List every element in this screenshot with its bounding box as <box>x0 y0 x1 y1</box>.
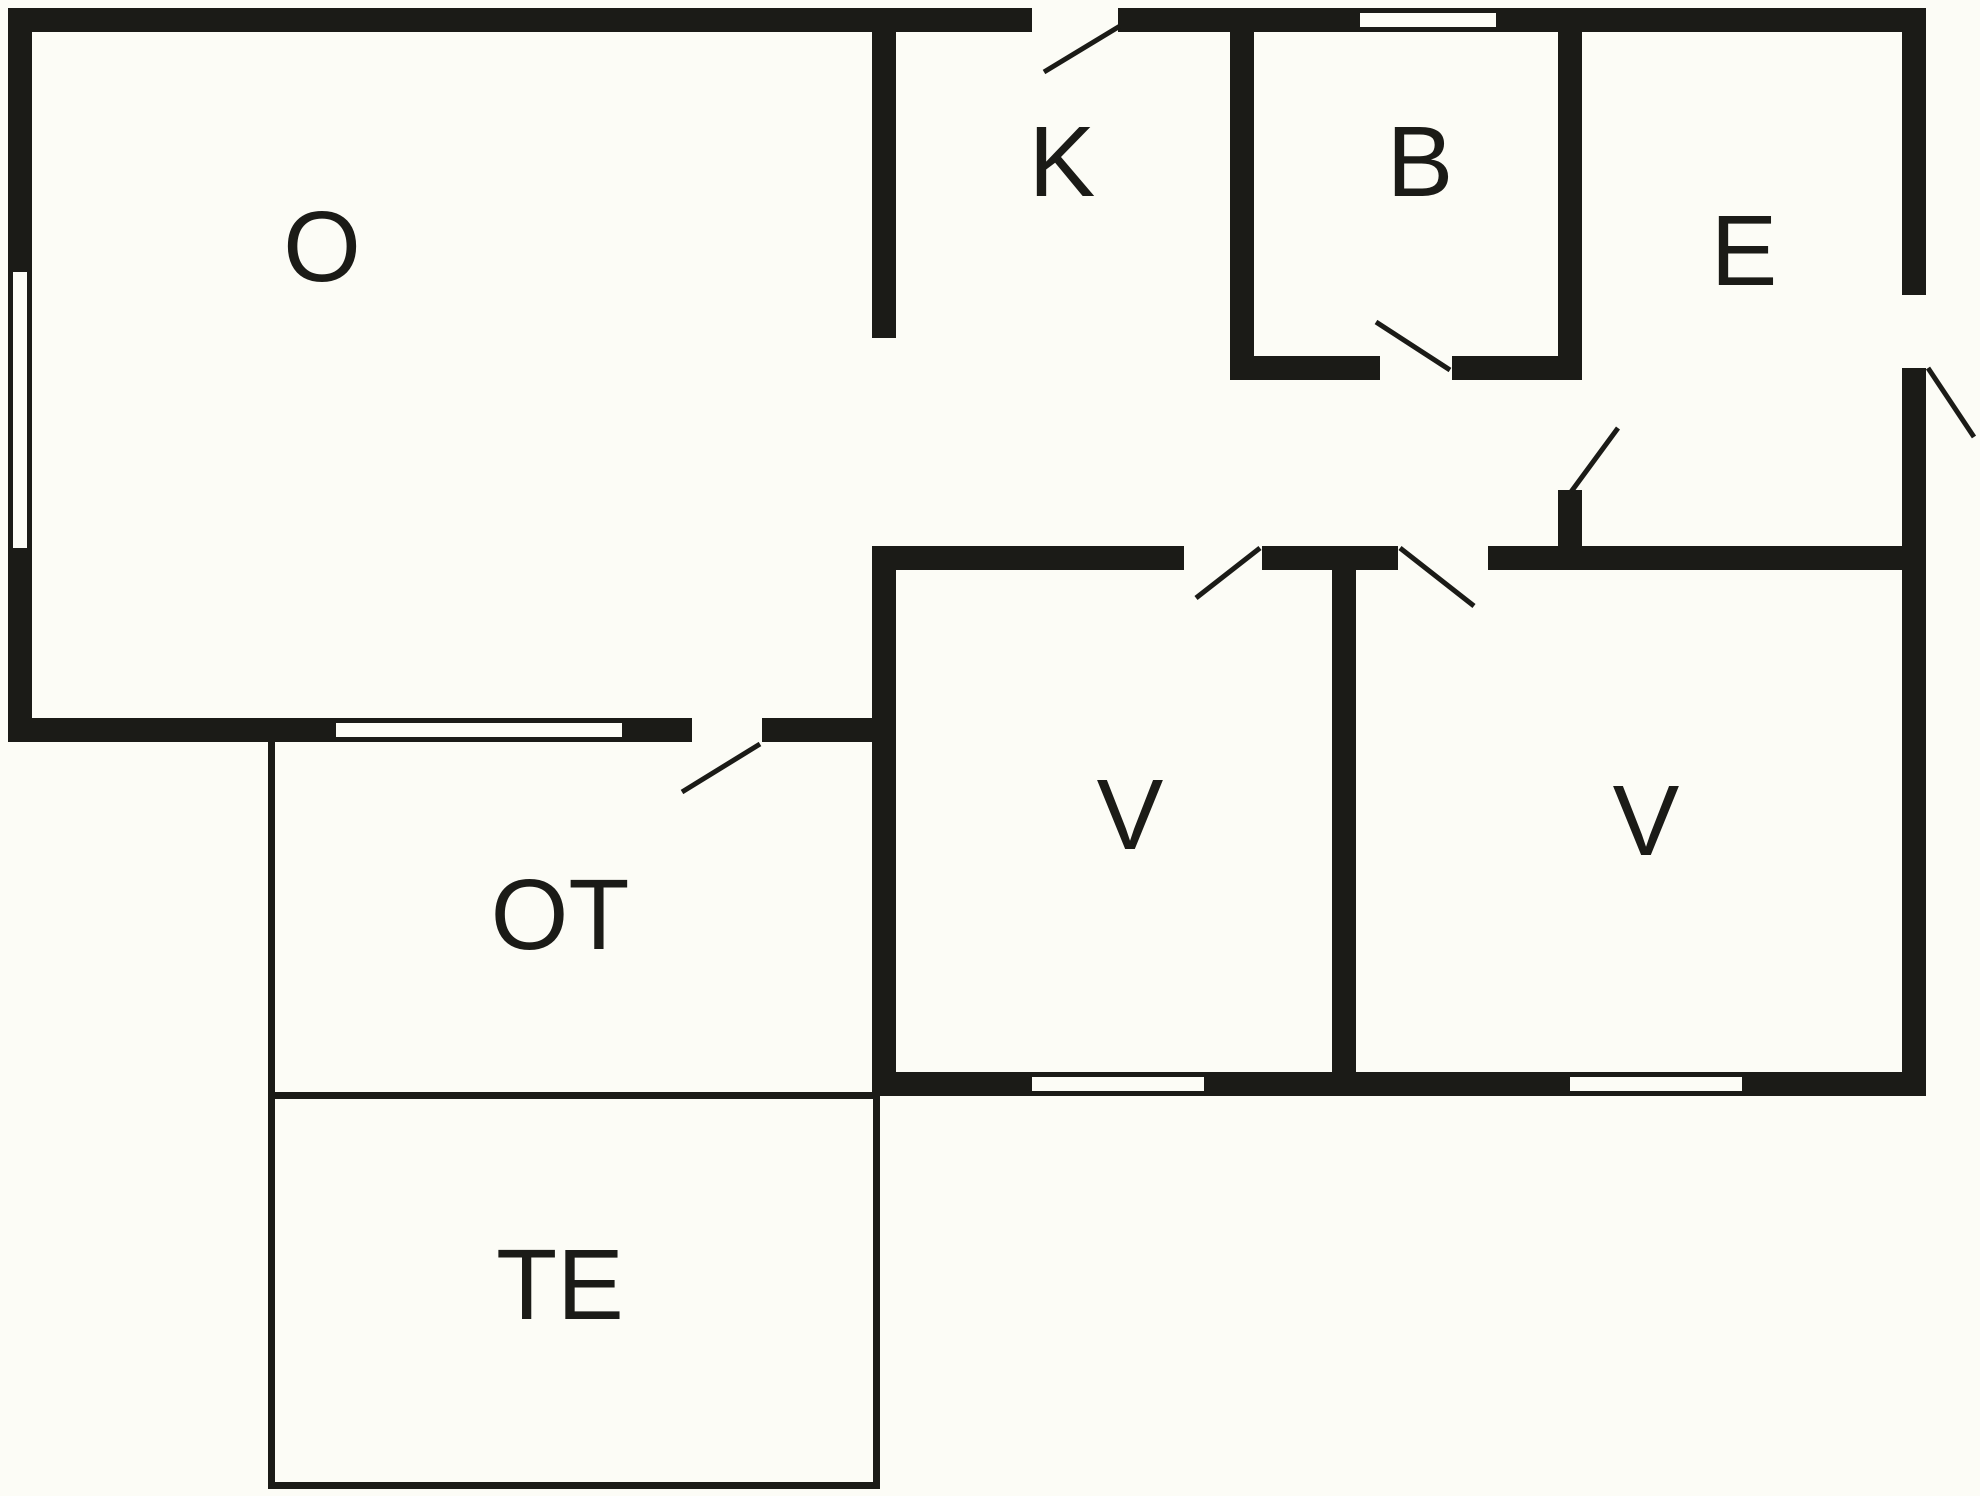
terrace-wall-bottom <box>268 1482 880 1489</box>
window-b-top-inner <box>1360 27 1496 32</box>
wall-o-bottom-segment-1 <box>8 718 336 742</box>
window-o-bottom-inner <box>336 718 622 723</box>
window-v2-bottom-outer <box>1570 1091 1742 1096</box>
room-label-v1: V <box>1097 759 1164 871</box>
door-leaf-v1 <box>1194 546 1262 600</box>
wall-o-bottom-segment-2 <box>622 718 692 742</box>
door-leaf-entry <box>1925 366 1977 439</box>
door-leaf-e-hall <box>1565 426 1621 498</box>
wall-left-segment-2 <box>8 548 32 742</box>
wall-v1-left <box>872 546 896 1096</box>
wall-left-segment-1 <box>8 8 32 272</box>
door-leaf-b <box>1374 319 1452 373</box>
wall-top-segment-1 <box>8 8 1032 32</box>
wall-hall-v1-segment-1 <box>872 546 1184 570</box>
room-label-e: E <box>1711 195 1778 307</box>
wall-right-segment-1 <box>1902 8 1926 295</box>
door-leaf-k <box>1042 23 1122 75</box>
wall-right-segment-2 <box>1902 368 1926 1096</box>
room-label-te: TE <box>496 1229 624 1341</box>
terrace-ot-te-divider <box>268 1092 880 1099</box>
room-label-b: B <box>1387 106 1454 218</box>
terrace-wall-left <box>268 742 275 1489</box>
wall-bottom-segment-2 <box>1204 1072 1570 1096</box>
terrace-wall-right <box>873 1096 880 1489</box>
wall-e-bottom <box>1488 546 1926 570</box>
wall-bottom-segment-3 <box>1742 1072 1926 1096</box>
door-leaf-o-ot <box>680 741 762 795</box>
window-v1-bottom-outer <box>1032 1091 1204 1096</box>
window-v1-bottom-inner <box>1032 1072 1204 1077</box>
wall-b-bottom-segment-1 <box>1230 356 1380 380</box>
wall-v1-v2-divider <box>1332 546 1356 1096</box>
wall-b-e-divider <box>1558 8 1582 380</box>
room-label-ot: OT <box>491 859 630 971</box>
wall-o-k-divider <box>872 8 896 338</box>
door-leaf-v2 <box>1398 546 1476 608</box>
window-b-top-outer <box>1360 8 1496 13</box>
window-v2-bottom-inner <box>1570 1072 1742 1077</box>
room-label-k: K <box>1029 106 1096 218</box>
wall-k-b-divider <box>1230 8 1254 380</box>
window-o-bottom-outer <box>336 737 622 742</box>
window-o-left-inner <box>27 272 32 548</box>
wall-bottom-segment-1 <box>872 1072 1032 1096</box>
room-label-v2: V <box>1613 765 1680 877</box>
window-o-left-outer <box>8 272 13 548</box>
wall-hall-v1-segment-2 <box>1262 546 1398 570</box>
room-label-o: O <box>283 191 361 303</box>
